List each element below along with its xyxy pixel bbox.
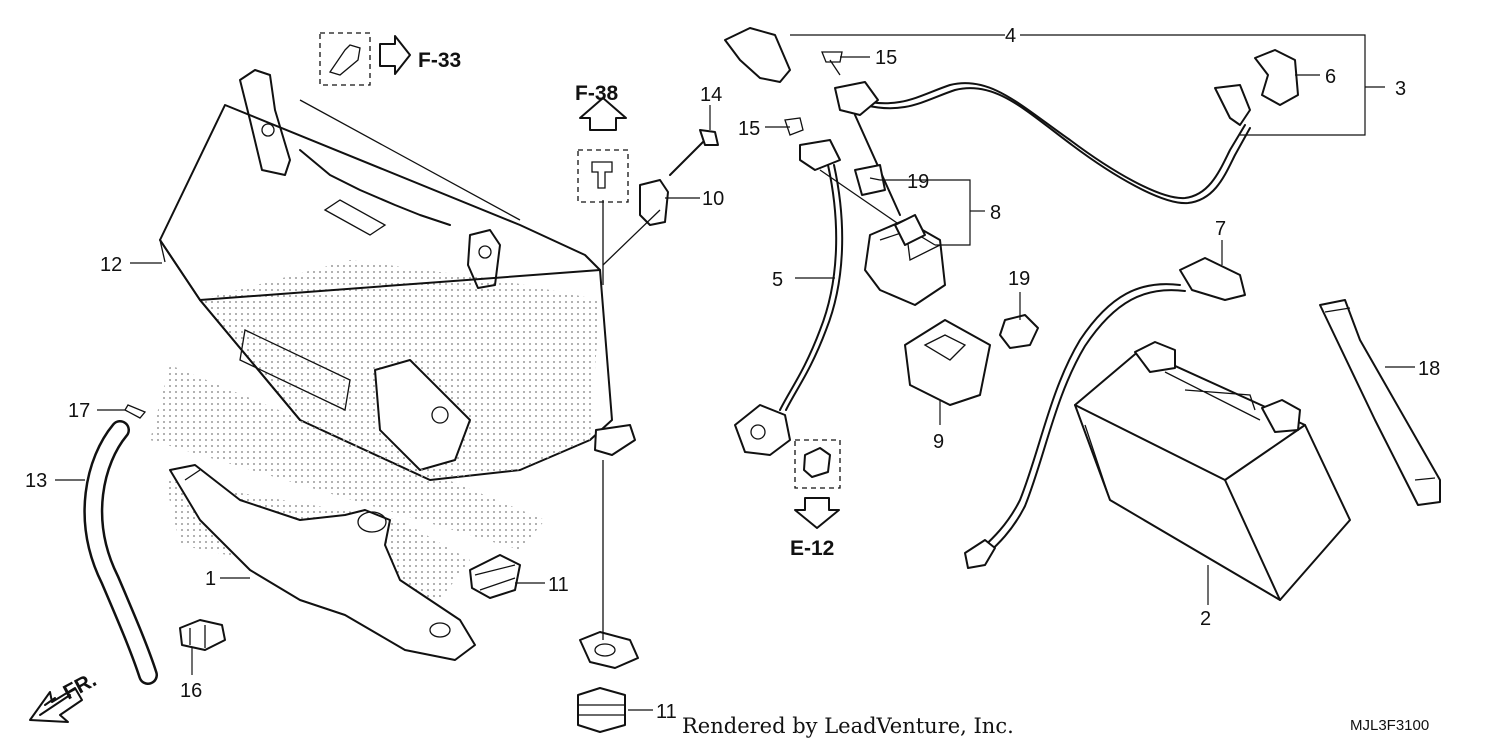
callout-16: 16: [180, 680, 202, 702]
ground-cable: [734, 117, 901, 456]
callout-11-upper: 11: [548, 574, 569, 596]
callout-numbers: 1 2 3 4 5 6 7 8 9 10 11 11 12 13 14 15 1…: [25, 25, 1440, 723]
battery-band: [1319, 299, 1441, 506]
battery-bracket: [150, 365, 545, 661]
callout-18: 18: [1418, 358, 1440, 380]
callout-15-left: 15: [738, 118, 760, 140]
reference-f33: F-33: [418, 49, 461, 72]
negative-cable: [964, 257, 1246, 569]
callout-19-top: 19: [907, 171, 929, 193]
relay-cover: [904, 319, 991, 406]
reference-f38: F-38: [575, 82, 619, 105]
callout-9: 9: [933, 431, 944, 453]
callout-5: 5: [772, 269, 783, 291]
callout-12: 12: [100, 254, 122, 276]
callout-13: 13: [25, 470, 47, 492]
clamp: [179, 619, 226, 651]
starter-relay: [854, 164, 946, 306]
fuse: [999, 314, 1039, 349]
callout-17: 17: [68, 400, 90, 422]
breather-hose: [83, 420, 158, 685]
callout-14: 14: [700, 84, 722, 106]
callout-6: 6: [1325, 66, 1336, 88]
clip: [124, 404, 147, 419]
battery: [1074, 341, 1351, 601]
callout-4: 4: [1005, 25, 1016, 47]
front-direction-arrow: FR.: [29, 668, 100, 723]
callout-8: 8: [990, 202, 1001, 224]
rubber-mount: [577, 631, 639, 733]
callout-15-top: 15: [875, 47, 897, 69]
callout-7: 7: [1215, 218, 1226, 240]
battery-cables: [724, 27, 1299, 216]
battery-box: [159, 69, 636, 481]
callout-10: 10: [702, 188, 724, 210]
callout-1: 1: [205, 568, 216, 590]
callout-11-lower: 11: [656, 701, 677, 723]
diagram-code: MJL3F3100: [1350, 717, 1429, 734]
callout-19-fuse: 19: [1008, 268, 1030, 290]
reference-e12: E-12: [790, 537, 834, 560]
credit-text: Rendered by LeadVenture, Inc.: [682, 714, 1014, 738]
callout-3: 3: [1395, 78, 1406, 100]
leader-lines: [55, 34, 1415, 711]
callout-2: 2: [1200, 608, 1211, 630]
